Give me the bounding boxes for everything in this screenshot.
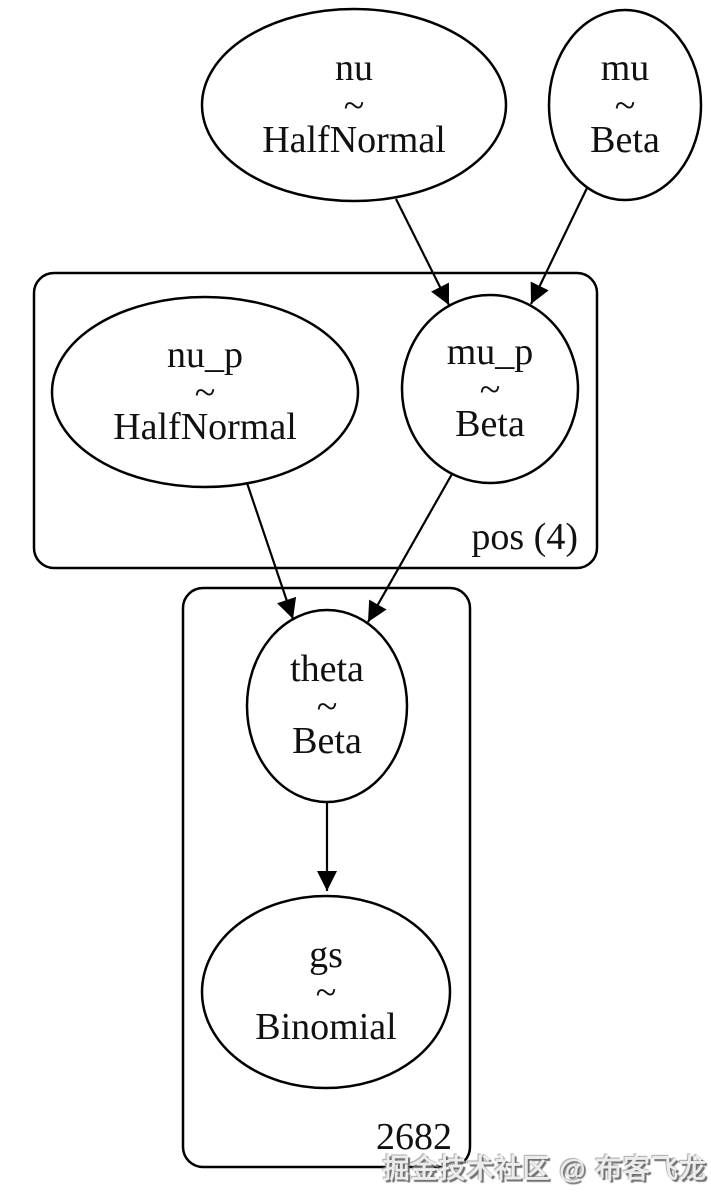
node-mu_p-name: mu_p xyxy=(447,331,534,373)
edge-nu-to-mu_p xyxy=(395,198,450,306)
watermark-text: 掘金技术社区 @ 布客飞龙 xyxy=(382,1154,707,1184)
node-gs: gs ~ Binomial xyxy=(200,894,452,1090)
plate-pos: pos (4) xyxy=(32,271,599,570)
edge-mu-to-mu_p xyxy=(530,187,588,305)
node-theta-name: theta xyxy=(290,648,364,690)
plate-pos-label: pos (4) xyxy=(471,516,578,558)
plate-obs-label: 2682 xyxy=(376,1116,452,1158)
node-nu-name: nu xyxy=(335,47,373,89)
node-nu_p-dist: HalfNormal xyxy=(113,406,297,448)
node-nu-dist: HalfNormal xyxy=(262,119,446,161)
node-nu_p-name: nu_p xyxy=(167,334,243,376)
node-gs-name: gs xyxy=(309,934,343,976)
node-theta-dist: Beta xyxy=(292,720,362,762)
node-nu_p: nu_p ~ HalfNormal xyxy=(50,295,360,489)
node-mu-ellipse xyxy=(547,8,703,202)
node-theta-tilde: ~ xyxy=(317,686,338,728)
node-mu-tilde: ~ xyxy=(615,85,636,127)
plate-pos-border xyxy=(32,271,599,570)
node-nu_p-ellipse xyxy=(50,295,360,489)
node-mu_p-dist: Beta xyxy=(455,403,525,445)
node-mu_p-tilde: ~ xyxy=(480,369,501,411)
edge-mu_p-to-theta xyxy=(367,473,453,623)
node-mu_p-ellipse xyxy=(400,293,580,485)
node-mu-name: mu xyxy=(601,47,650,89)
node-gs-dist: Binomial xyxy=(255,1006,396,1048)
node-theta-ellipse xyxy=(245,608,409,804)
node-gs-tilde: ~ xyxy=(316,972,337,1014)
node-nu-ellipse xyxy=(200,7,508,203)
plate-obs-border xyxy=(181,586,472,1169)
node-mu: mu ~ Beta xyxy=(547,8,703,202)
node-gs-ellipse xyxy=(200,894,452,1090)
edge-nu_p-to-theta xyxy=(245,482,297,620)
node-theta: theta ~ Beta xyxy=(245,608,409,804)
node-nu: nu ~ HalfNormal xyxy=(200,7,508,203)
plate-obs: 2682 xyxy=(181,586,472,1169)
node-nu-tilde: ~ xyxy=(344,85,365,127)
node-mu_p: mu_p ~ Beta xyxy=(400,293,580,485)
node-nu_p-tilde: ~ xyxy=(195,372,216,414)
node-mu-dist: Beta xyxy=(590,119,660,161)
